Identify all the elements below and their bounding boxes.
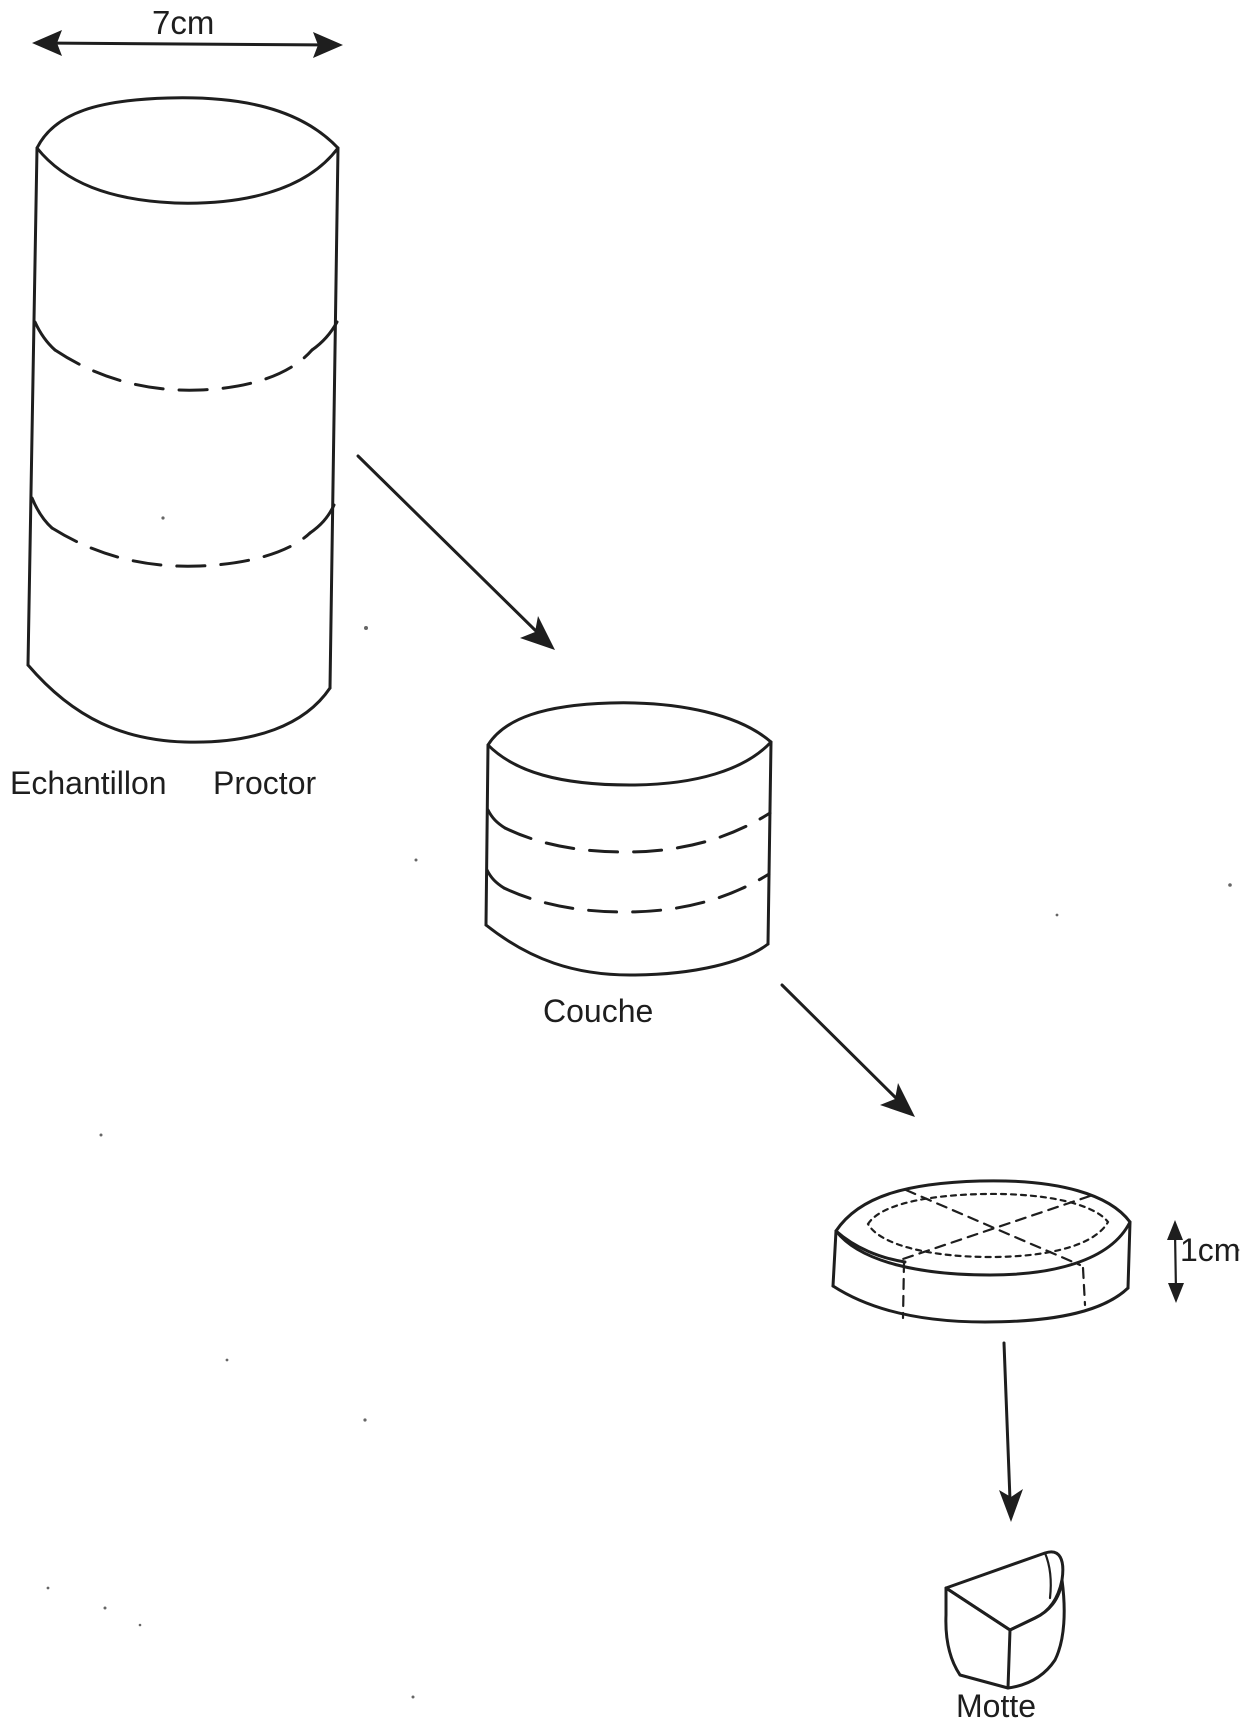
slice-disk <box>831 1179 1132 1324</box>
proctor-sample-label-word1: Echantillon <box>10 765 167 801</box>
proctor-sample-cylinder <box>26 96 340 744</box>
height-dimension-arrow <box>1167 1220 1184 1303</box>
scan-noise <box>46 516 1240 1699</box>
arrow-sample-to-layer <box>356 454 555 650</box>
width-dimension-arrow <box>32 30 343 58</box>
clod-piece <box>944 1550 1066 1690</box>
arrow-layer-to-slice <box>780 983 915 1117</box>
width-dimension-label: 7cm <box>152 4 215 41</box>
clod-label: Motte <box>956 1688 1037 1724</box>
layer-cylinder <box>484 701 773 977</box>
height-dimension-label: 1cm <box>1180 1232 1241 1268</box>
layer-label: Couche <box>543 993 654 1029</box>
arrow-slice-to-clod <box>999 1341 1023 1522</box>
proctor-sample-label-word2: Proctor <box>213 765 317 801</box>
